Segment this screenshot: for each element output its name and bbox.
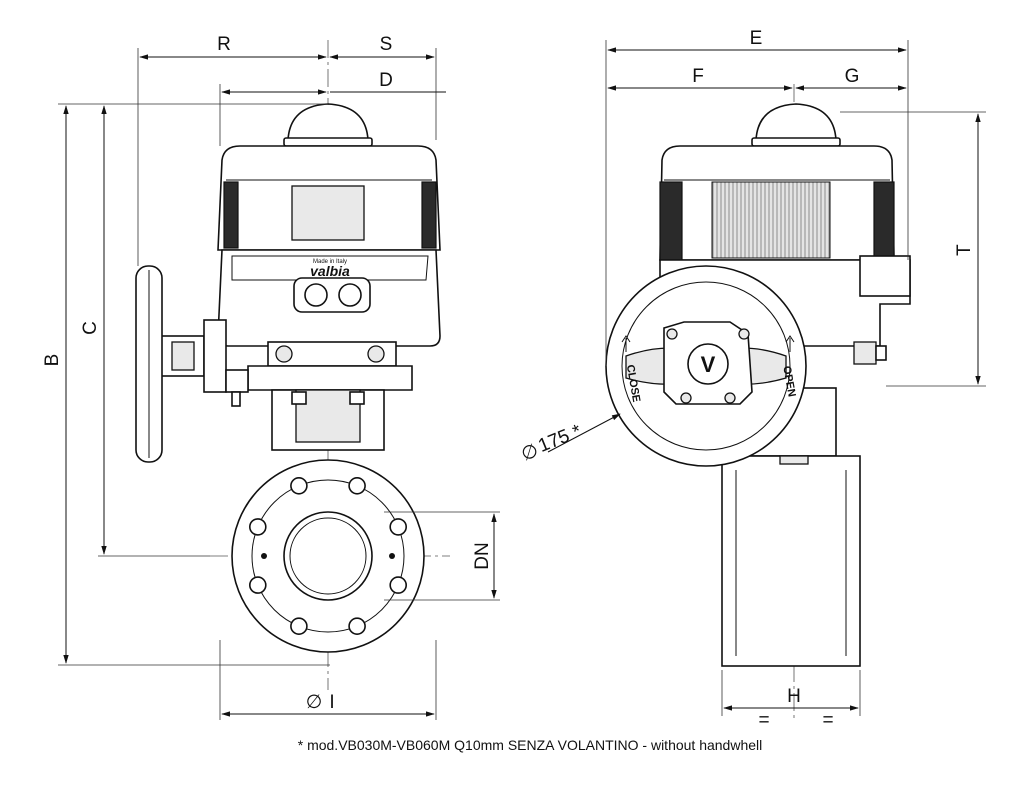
cover-window	[291, 185, 365, 241]
flange-pin-left	[261, 553, 267, 559]
label-equal-left: =	[758, 710, 769, 731]
base-bolt-right	[367, 345, 385, 363]
label-equal-right: =	[822, 710, 833, 731]
label-D: D	[379, 70, 393, 91]
flange-bolt-holes	[248, 476, 408, 636]
flange-pin-right	[389, 553, 395, 559]
label-R: R	[217, 34, 231, 55]
label-E: E	[750, 28, 763, 49]
label-I: I	[329, 692, 334, 713]
bore-inner	[289, 517, 367, 595]
label-G: G	[845, 66, 860, 87]
open-label: OPEN	[780, 365, 797, 398]
flange-bolt-hole	[248, 576, 267, 594]
side-plug	[853, 341, 877, 365]
connector-right	[338, 283, 362, 307]
shaft-housing	[203, 319, 227, 393]
valve-bore	[283, 511, 373, 601]
side-connector-box	[859, 255, 911, 297]
side-heat-fins	[711, 181, 831, 259]
flange-bolt-hole	[389, 518, 408, 536]
bracket-bolt-right	[349, 391, 365, 405]
flange-bolt-hole	[248, 518, 267, 536]
base-bolt-left	[275, 345, 293, 363]
flange-bolt-hole	[389, 576, 408, 594]
adapter-plate	[247, 365, 413, 391]
dome-base	[283, 137, 373, 147]
label-I-prefix: ∅	[306, 692, 323, 713]
flange-bolt-circle-ring	[251, 479, 405, 633]
label-DN: DN	[472, 542, 493, 569]
front-view-dimensions: R S D B C DN ∅ I	[42, 34, 500, 720]
handwheel-hub	[687, 343, 729, 385]
connector-left	[304, 283, 328, 307]
shaft-bracket	[225, 369, 249, 393]
flange-bolt-hole	[290, 617, 308, 636]
shaft-coupling	[171, 341, 195, 371]
close-arrow-icon	[621, 335, 631, 352]
label-H: H	[787, 686, 801, 707]
brand-logo: valbia	[310, 263, 350, 279]
label-T: T	[954, 244, 975, 256]
handwheel-diameter-leader	[547, 413, 621, 453]
label-C: C	[80, 321, 101, 335]
handwheel-inner-rim	[621, 281, 791, 451]
side-indicator-dome	[755, 103, 837, 141]
indicator-dome	[287, 103, 369, 141]
flange-bolt-hole	[348, 617, 366, 636]
label-F: F	[692, 66, 704, 87]
made-in-label: Made in Italy	[313, 259, 347, 265]
bracket-bolt-left	[291, 391, 307, 405]
front-view: Made in Italy valbia	[135, 40, 450, 690]
side-rib-right	[873, 181, 895, 261]
side-valve-body	[721, 455, 861, 667]
cover-rib-left	[223, 181, 239, 249]
handwheel-dia-value: 175 *	[535, 421, 585, 457]
handwheel-dia-prefix: ∅	[518, 440, 541, 466]
footnote: * mod.VB030M-VB060M Q10mm SENZA VOLANTIN…	[298, 737, 763, 753]
label-B: B	[42, 354, 63, 367]
flange-bolt-hole	[290, 476, 308, 495]
label-S: S	[380, 34, 393, 55]
body-panel	[231, 255, 429, 281]
side-rib-left	[659, 181, 683, 261]
handwheel-logo: V	[701, 352, 716, 377]
cover-rib-right	[421, 181, 437, 249]
open-arrow-icon	[785, 335, 795, 352]
shaft-pin	[231, 391, 241, 407]
side-view: V CLOSE OPEN ∅ 175 *	[518, 84, 911, 720]
side-view-dimensions: E F G T H = =	[605, 28, 986, 731]
flange-bolt-hole	[348, 476, 366, 495]
